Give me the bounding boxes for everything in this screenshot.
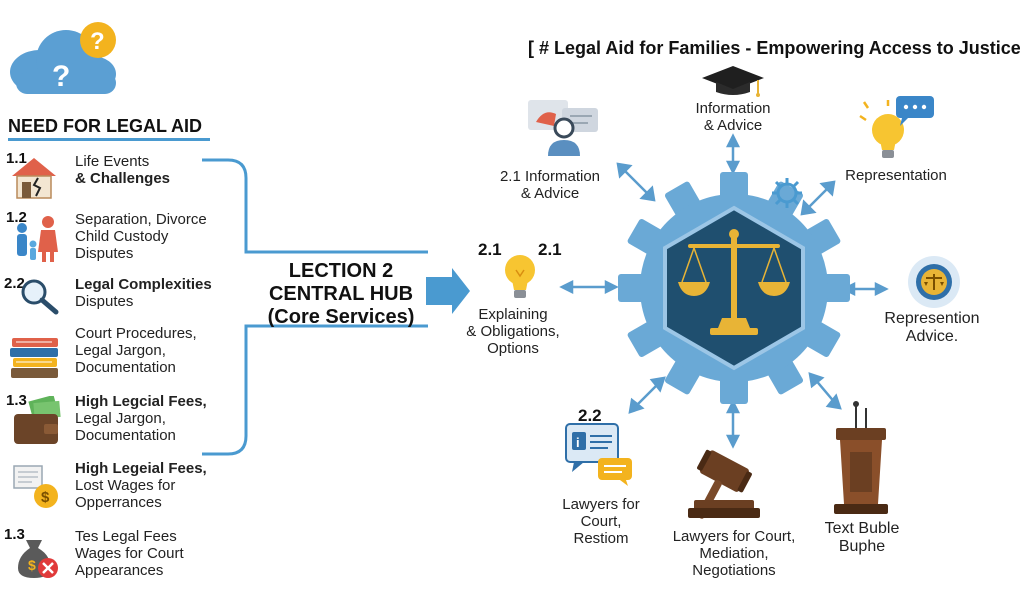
lawyers-bottom-label: Lawyers for Court, Mediation, Negotiatio… bbox=[672, 528, 796, 579]
lawyers-left-number: 2.2 bbox=[578, 406, 602, 425]
bill-coin-icon: $ bbox=[13, 465, 58, 508]
explaining-number-right: 2.1 bbox=[538, 240, 562, 259]
item-number: 1.2 bbox=[6, 209, 27, 226]
gavel-icon bbox=[688, 449, 760, 519]
item-text: Tes Legal Fees Wages for Court Appearanc… bbox=[75, 528, 184, 579]
bulb-chat-icon bbox=[859, 96, 934, 158]
need-section-heading: NEED FOR LEGAL AID bbox=[8, 116, 203, 136]
representation-label: Representation bbox=[845, 167, 947, 184]
gear-scales-icon bbox=[618, 172, 850, 404]
books-icon bbox=[10, 338, 58, 378]
item-number: 1.1 bbox=[6, 150, 27, 167]
text-bubble-label: Text Buble Buphe bbox=[824, 520, 900, 555]
item-number: 1.3 bbox=[6, 392, 27, 409]
wallet-icon bbox=[14, 396, 61, 444]
family-icon bbox=[17, 216, 58, 262]
item-number: 2.2 bbox=[4, 275, 25, 292]
question-cloud-icon: ? ? bbox=[10, 22, 116, 94]
svg-text:?: ? bbox=[52, 60, 70, 93]
info-left-label: 2.1 Information & Advice bbox=[499, 168, 601, 202]
document-hand-icon bbox=[528, 100, 598, 156]
scales-badge-icon bbox=[908, 256, 960, 308]
explaining-number-left: 2.1 bbox=[478, 240, 502, 259]
svg-text:$: $ bbox=[41, 489, 50, 506]
page-title: [ # Legal Aid for Families - Empowering … bbox=[528, 38, 1020, 58]
small-gear-icon bbox=[772, 178, 802, 208]
lawyers-left-label: Lawyers for Court, Restiom bbox=[562, 496, 640, 547]
svg-text:?: ? bbox=[90, 28, 105, 55]
svg-text:$: $ bbox=[28, 557, 36, 573]
item-text: Court Procedures, Legal Jargon, Document… bbox=[75, 325, 197, 376]
repr-advice-label: Represention Advice. bbox=[884, 310, 980, 345]
house-crack-icon bbox=[12, 158, 56, 199]
item-text: High Legcial Fees, Legal Jargon, Documen… bbox=[75, 393, 207, 444]
magnifier-icon bbox=[21, 279, 59, 315]
money-bag-icon: $ bbox=[18, 540, 58, 578]
item-number: 1.3 bbox=[4, 526, 25, 543]
item-text: High Legeial Fees, Lost Wages for Opperr… bbox=[75, 460, 207, 511]
item-text: Separation, Divorce Child Custody Disput… bbox=[75, 211, 207, 262]
item-text: Legal Complexities Disputes bbox=[75, 276, 212, 310]
item-text: Life Events & Challenges bbox=[75, 153, 171, 187]
info-chat-icon: i bbox=[565, 423, 632, 486]
svg-text:i: i bbox=[576, 435, 580, 450]
podium-icon bbox=[834, 401, 888, 514]
lightbulb-icon bbox=[505, 255, 535, 298]
graduation-cap-icon bbox=[702, 66, 764, 97]
info-top-label: Information & Advice bbox=[695, 100, 771, 134]
heading-underline bbox=[8, 138, 210, 141]
central-hub-label: LECTION 2 CENTRAL HUB (Core Services) bbox=[267, 260, 415, 328]
explaining-label: Explaining & Obligations, Options bbox=[466, 306, 560, 357]
